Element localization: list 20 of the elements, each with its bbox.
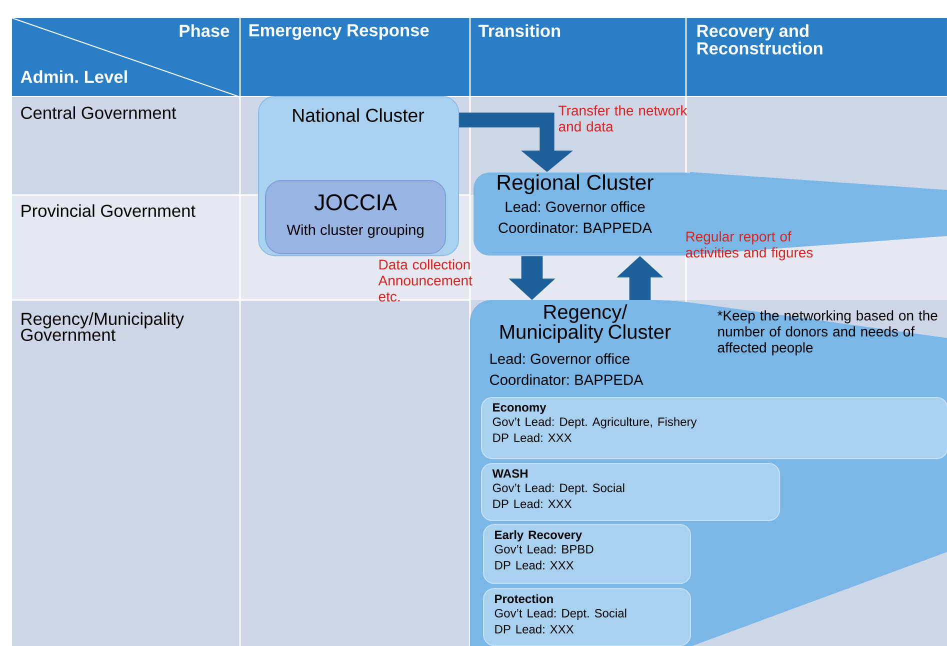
node-label: Lead: Governor office [506, 201, 645, 212]
column-header: Admin. Level [20, 70, 127, 83]
sector-box: Economy Gov’t Lead: Dept. Agriculture, Fishery DP Lead: XXX [481, 397, 947, 460]
column-header: Recovery and Reconstruction [697, 24, 822, 54]
column-header: Phase [180, 24, 230, 37]
row-label: Provincial Government [22, 204, 196, 217]
row-label: Central Government [21, 106, 176, 119]
note-text: *Keep the networking based on the number of donors and needs of affected people [718, 310, 938, 356]
sector-box: Early Recovery Gov’t Lead: BPBD DP Lead: XXX [483, 524, 692, 584]
column-header: Transition [478, 24, 560, 37]
row-label: Regency/Municipality Government [21, 312, 184, 341]
column-header: Emergency Response [249, 24, 429, 40]
edge-label: Data collection Announcement etc. [378, 259, 472, 302]
node-label: Coordinator: BAPPEDA [498, 222, 652, 234]
cluster-box: JOCCIA With cluster grouping [265, 180, 446, 254]
node-label: Regional Cluster [498, 174, 654, 194]
edge-label: Transfer the network and data [558, 105, 688, 132]
sector-box: Protection Gov’t Lead: Dept. Social DP Lead: XXX [483, 588, 692, 646]
edge-label: Regular report of activities and figures [686, 231, 813, 260]
sector-box: WASH Gov’t Lead: Dept. Social DP Lead: XXX [481, 463, 780, 522]
